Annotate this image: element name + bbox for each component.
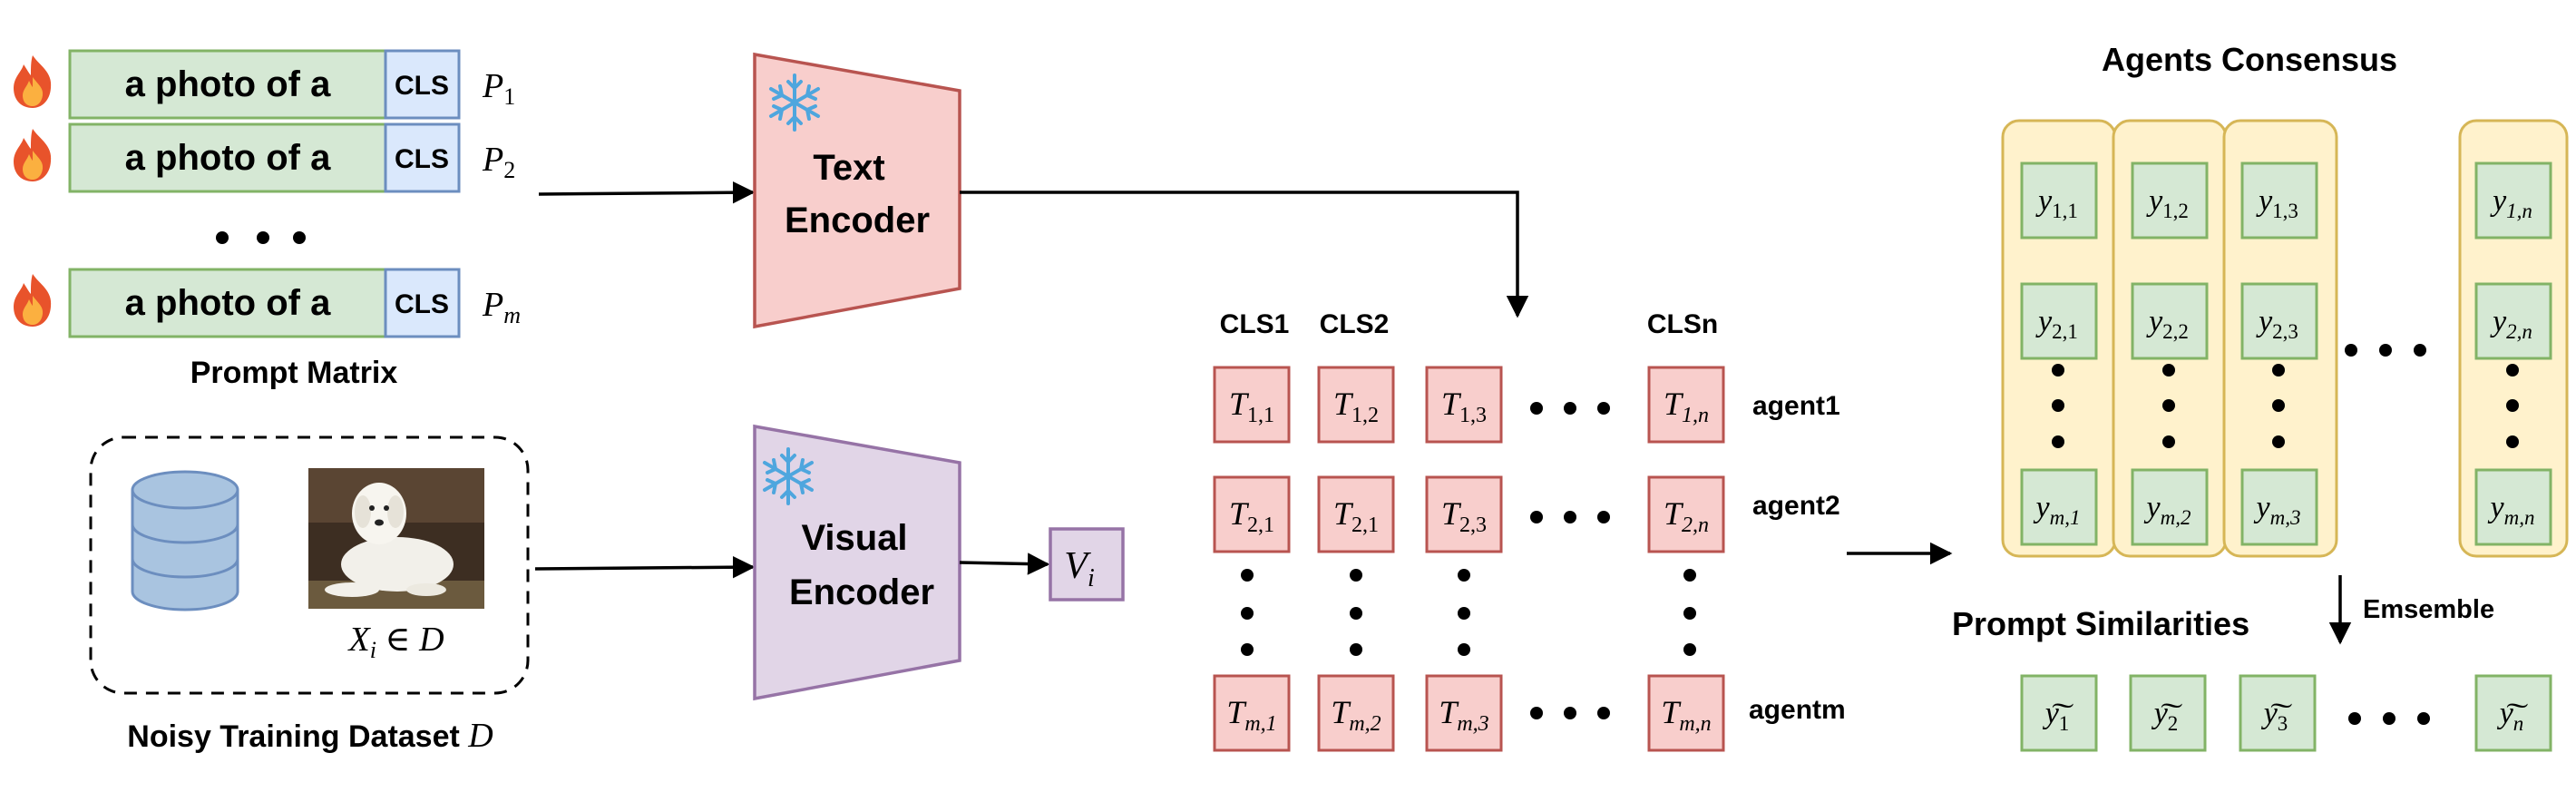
cls-token-box bbox=[384, 268, 461, 338]
fire-icon bbox=[14, 274, 52, 327]
cls-token-text: CLS bbox=[395, 71, 449, 101]
dataset-panel: Xi ∈ D Noisy Training Dataset D bbox=[89, 435, 530, 755]
feature-cell bbox=[1213, 674, 1291, 752]
visual-encoder-label-line2: Encoder bbox=[789, 572, 934, 612]
agent-label: agentm bbox=[1749, 695, 1846, 725]
agent-column: y1,1 y2,1 ym,1 bbox=[2001, 119, 2117, 558]
prompt-row: a photo of a CLS P1 bbox=[14, 49, 515, 120]
similarity-cell bbox=[2020, 674, 2098, 752]
feature-cell-label: T2,1 bbox=[1333, 495, 1379, 537]
prompt-context-box bbox=[68, 122, 387, 193]
agent-column: y1,2 y2,2 ym,2 bbox=[2112, 119, 2228, 558]
sample-label: Xi ∈ D bbox=[346, 621, 444, 663]
database-icon bbox=[131, 470, 239, 611]
text-encoder: Text Encoder bbox=[753, 52, 961, 329]
feature-cell bbox=[1213, 366, 1291, 444]
feature-cell bbox=[1647, 366, 1725, 444]
visual-encoder-to-feature-arrow bbox=[959, 553, 1050, 575]
similarity-cell bbox=[2239, 674, 2317, 752]
feature-cell bbox=[1317, 366, 1395, 444]
image-to-visual-encoder-arrow bbox=[534, 555, 756, 579]
prompt-context-box bbox=[68, 268, 387, 338]
prompt-context-box bbox=[68, 49, 387, 120]
prompt-matrix: a photo of a CLS P1 a photo of a CLS P2 … bbox=[14, 49, 521, 390]
text-encoder-trapezoid bbox=[753, 52, 961, 329]
text-encoder-label-line2: Encoder bbox=[785, 200, 930, 240]
feature-cell bbox=[1425, 475, 1503, 553]
similarity-cell bbox=[2474, 674, 2552, 752]
text-feature-matrix: CLS1 CLS2 CLSn T1,1 T1,2 T1,3 T1,n agent… bbox=[1213, 309, 1846, 752]
column-header: CLSn bbox=[1647, 309, 1718, 339]
visual-encoder: Visual Encoder bbox=[753, 424, 961, 701]
ensemble-label: Emsemble bbox=[2363, 595, 2494, 624]
feature-row: Tm,1 Tm,2 Tm,3 Tm,n agentm bbox=[1213, 674, 1846, 752]
prompt-row: a photo of a CLS P2 bbox=[14, 122, 515, 193]
column-header: CLS1 bbox=[1220, 309, 1290, 339]
cls-token-text: CLS bbox=[395, 289, 449, 319]
prompt-similarities: Prompt Similarities y͠1 y͠2 y͠3 y͠n bbox=[1952, 605, 2552, 752]
prompt-similarities-title: Prompt Similarities bbox=[1952, 605, 2249, 642]
visual-encoder-trapezoid bbox=[753, 424, 961, 701]
dataset-dashed-box bbox=[89, 435, 530, 695]
dog-photo bbox=[308, 468, 484, 609]
cls-token-box bbox=[384, 49, 461, 120]
feature-cell bbox=[1425, 674, 1503, 752]
agents-consensus: Agents Consensus y1,1 y2,1 ym,1 y1,2 y2,… bbox=[2001, 41, 2569, 558]
prompt-matrix-title: Prompt Matrix bbox=[190, 356, 398, 390]
cls-token-text: CLS bbox=[395, 144, 449, 174]
prompt-row: a photo of a CLS Pm bbox=[14, 268, 521, 338]
score-cell-label: y2,1 bbox=[2035, 305, 2078, 343]
feature-cell bbox=[1647, 475, 1725, 553]
vertical-ellipsis bbox=[1241, 569, 1696, 656]
prompt-label: P2 bbox=[482, 141, 515, 183]
prompt-label: P1 bbox=[482, 67, 515, 110]
prompt-to-text-encoder-arrow bbox=[538, 181, 756, 204]
agent-column: y1,3 y2,3 ym,3 bbox=[2222, 119, 2338, 558]
feature-cell bbox=[1647, 674, 1725, 752]
feature-cell bbox=[1213, 475, 1291, 553]
dataset-title: Noisy Training Dataset D bbox=[127, 717, 493, 755]
prompt-label: Pm bbox=[482, 286, 521, 328]
agents-consensus-title: Agents Consensus bbox=[2102, 41, 2397, 78]
visual-feature-box: Vi bbox=[1049, 527, 1125, 602]
agent-label: agent1 bbox=[1752, 391, 1840, 421]
ellipsis bbox=[216, 231, 306, 244]
feature-cell bbox=[1317, 674, 1395, 752]
feature-row: T1,1 T1,2 T1,3 T1,n agent1 bbox=[1213, 366, 1840, 444]
fire-icon bbox=[14, 129, 52, 181]
feature-cell bbox=[1317, 475, 1395, 553]
similarity-cell bbox=[2129, 674, 2207, 752]
prompt-context-text: a photo of a bbox=[125, 138, 331, 178]
feature-cell bbox=[1425, 366, 1503, 444]
column-header: CLS2 bbox=[1320, 309, 1390, 339]
visual-encoder-label-line1: Visual bbox=[801, 518, 907, 558]
text-encoder-label-line1: Text bbox=[813, 148, 884, 188]
prompt-context-text: a photo of a bbox=[125, 64, 331, 104]
prompt-context-text: a photo of a bbox=[125, 283, 331, 323]
feature-row: T2,1 T2,1 T2,3 T2,n agent2 bbox=[1213, 475, 1840, 553]
agent-label: agent2 bbox=[1752, 491, 1840, 521]
fire-icon bbox=[14, 55, 52, 108]
cls-token-box bbox=[384, 122, 461, 193]
horizontal-ellipsis bbox=[2345, 344, 2426, 357]
agent-column: y1,n y2,n ym,n bbox=[2458, 119, 2569, 558]
text-encoder-to-features-arrow bbox=[960, 191, 1529, 318]
